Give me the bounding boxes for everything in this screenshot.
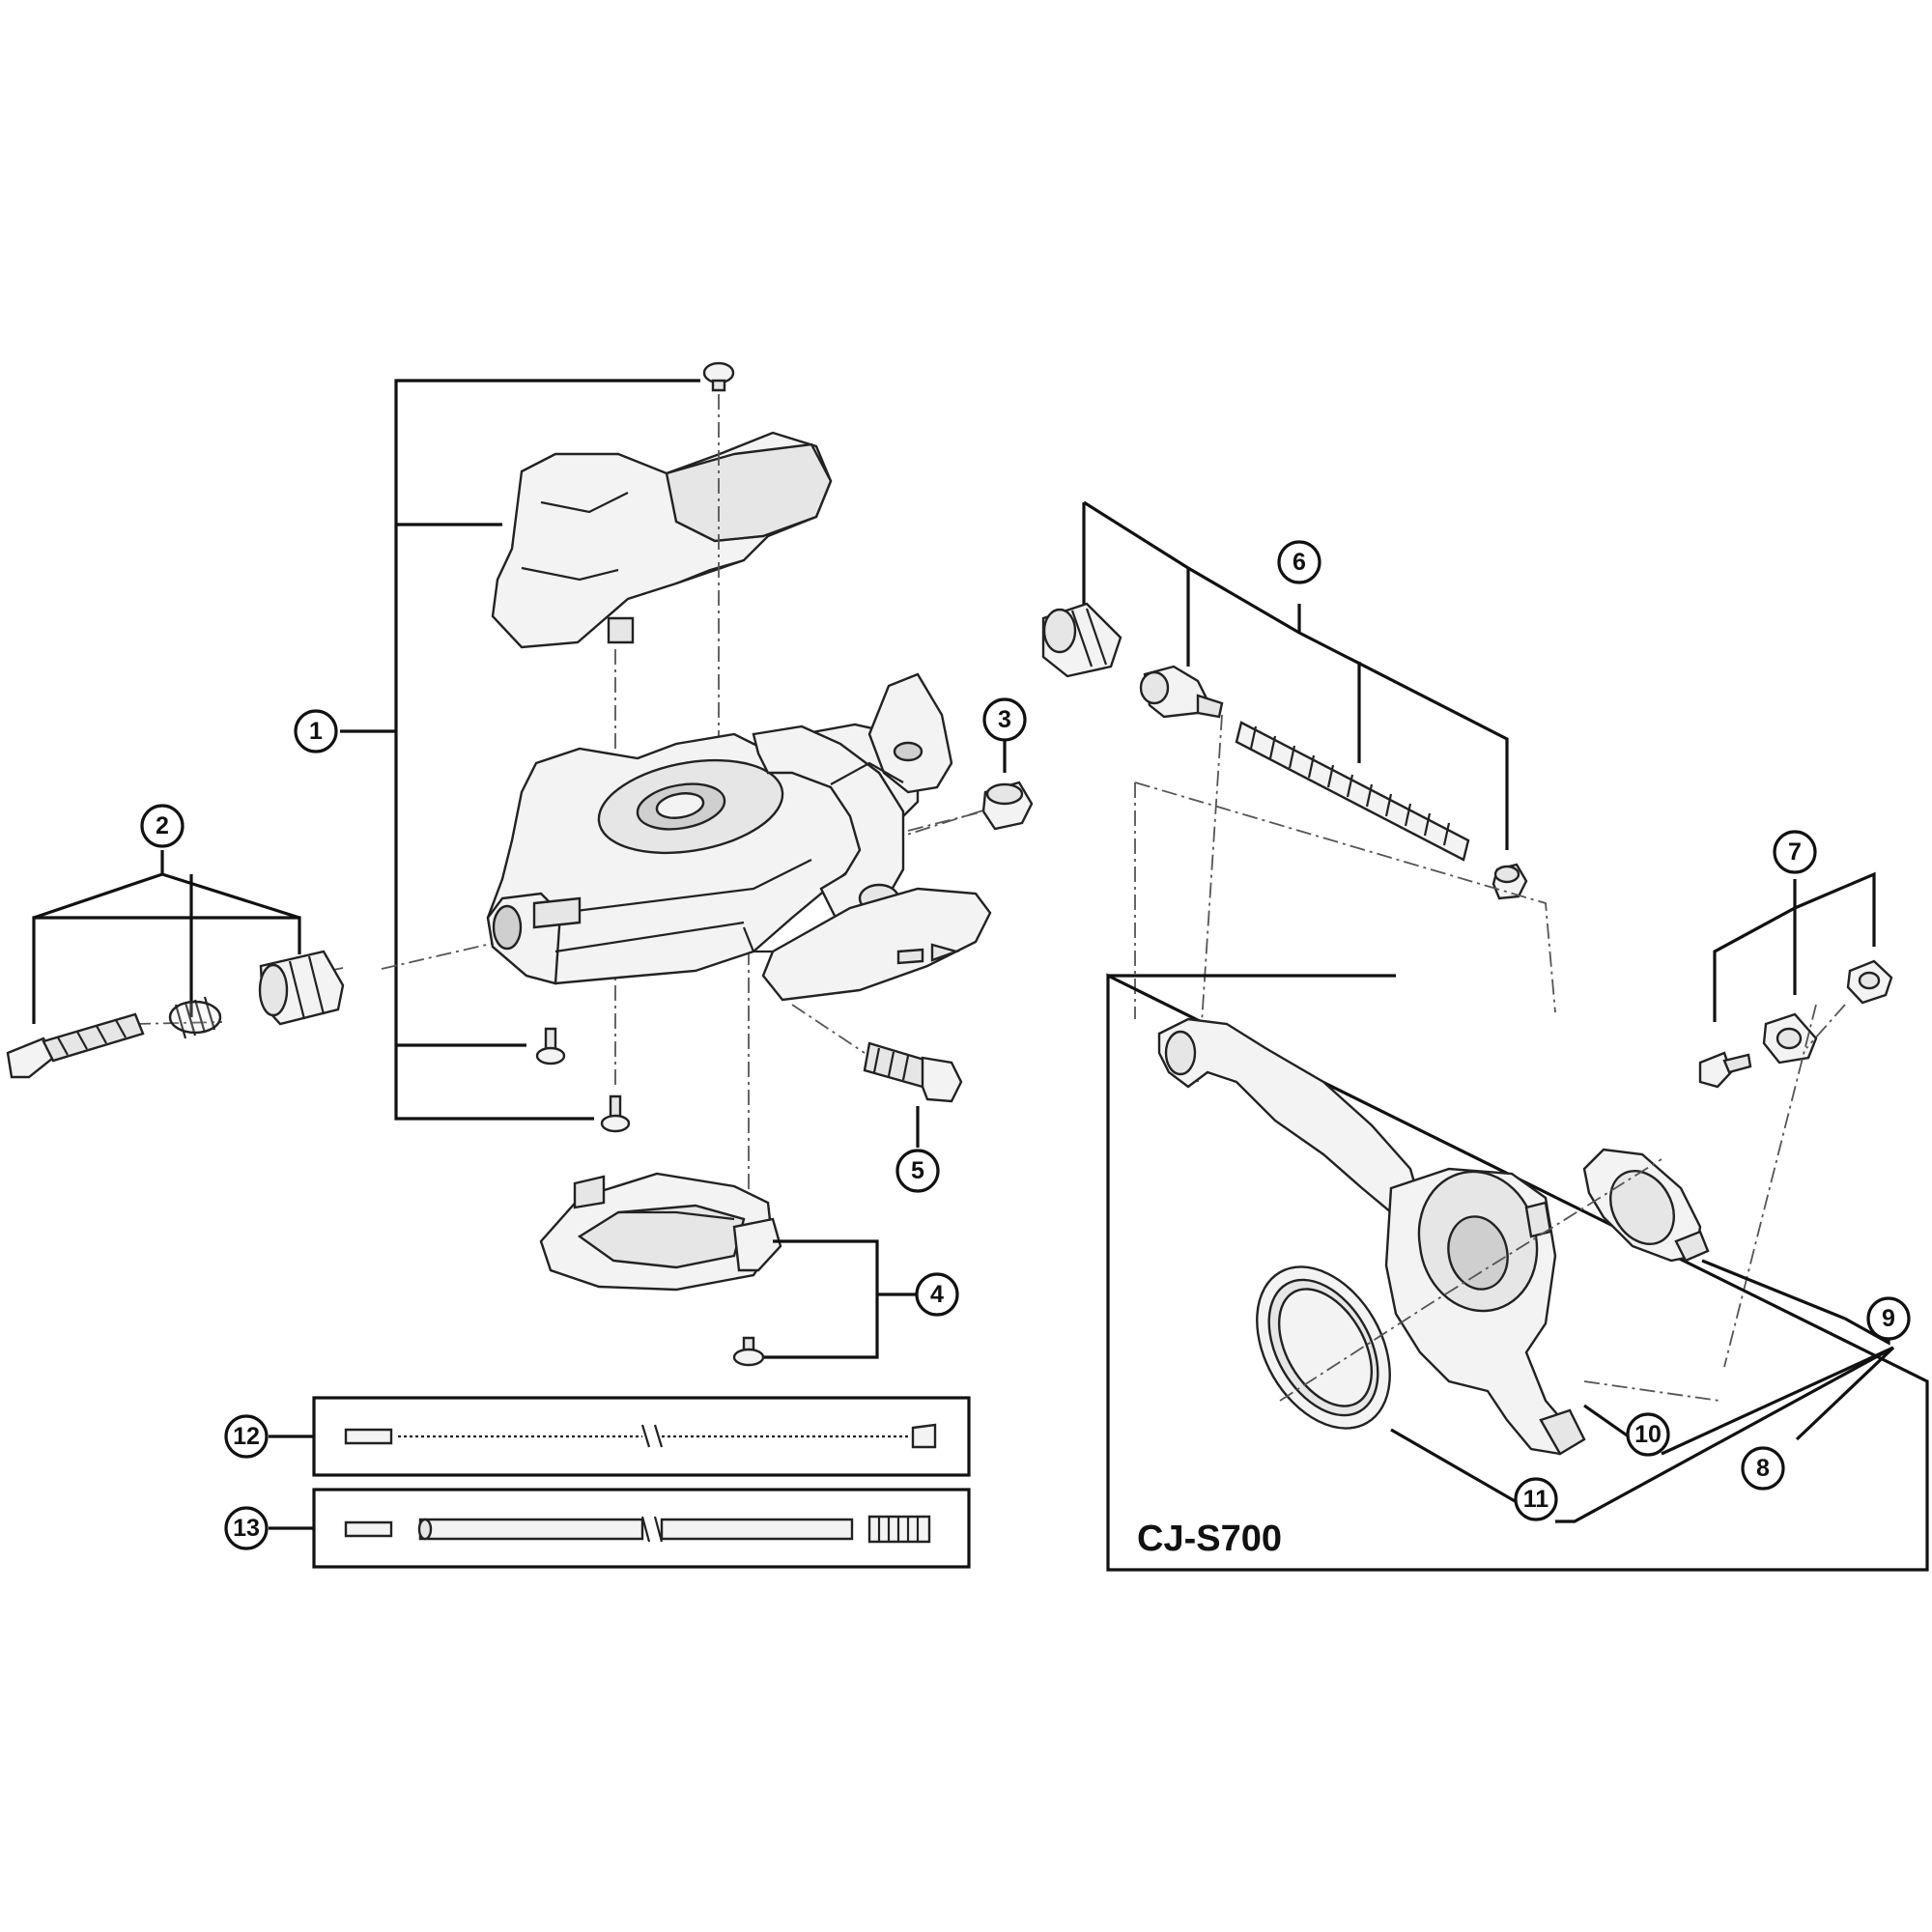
ferrule: [1139, 665, 1224, 719]
callout-5: 5: [895, 1149, 940, 1193]
cj-s700-seal-11: [1256, 1265, 1391, 1430]
top-cover: [491, 431, 833, 649]
callout-7: 7: [1773, 830, 1817, 874]
cj-s700-leaders: [1390, 1259, 1895, 1523]
callout-6: 6: [1277, 540, 1321, 584]
alignment-lines-6: [1134, 714, 1556, 1083]
cj-s700-ring-9: [1582, 1148, 1710, 1263]
casing-cap: [1041, 602, 1122, 678]
cap-part-3: [907, 731, 1034, 832]
bracket-1: [340, 379, 700, 1121]
bracket-6: [1082, 500, 1509, 850]
callout-4: 4: [915, 1272, 959, 1317]
callout-1: 1: [294, 709, 338, 753]
adjuster-bolt: [6, 1012, 145, 1079]
cj-s700-housing: [1384, 1167, 1586, 1456]
top-screw: [702, 361, 735, 392]
callout-12: 12: [224, 1414, 269, 1459]
group7-washer: [1762, 1012, 1818, 1065]
svg-text:6: 6: [1293, 549, 1306, 576]
svg-text:13: 13: [233, 1515, 260, 1542]
callout-11: 11: [1514, 1477, 1558, 1521]
end-cap-small: [1492, 863, 1528, 900]
callout-3: 3: [982, 697, 1027, 742]
adjuster-spring: [168, 996, 222, 1039]
svg-text:11: 11: [1523, 1486, 1549, 1513]
svg-text:4: 4: [930, 1281, 944, 1308]
svg-text:1: 1: [309, 718, 323, 745]
svg-text:12: 12: [233, 1423, 260, 1450]
base-plate-part-4: [539, 1172, 916, 1367]
callout-10: 10: [1626, 1412, 1670, 1457]
callout-8: 8: [1741, 1446, 1785, 1491]
adjuster-barrel: [258, 950, 345, 1026]
svg-text:10: 10: [1634, 1421, 1662, 1448]
bracket-7: [1713, 871, 1876, 1022]
bracket-2: [32, 850, 301, 1024]
bolt-part-5: [863, 1041, 963, 1148]
callout-2: 2: [140, 804, 185, 848]
cj-s700-axis: [1279, 1158, 1720, 1402]
svg-text:2: 2: [156, 812, 169, 839]
callout-13: 13: [224, 1506, 269, 1550]
svg-text:5: 5: [911, 1157, 924, 1184]
svg-text:7: 7: [1788, 838, 1802, 866]
screws-group-1: [535, 1027, 631, 1133]
group7-nut: [1846, 959, 1893, 1005]
shifter-main-body: [486, 672, 992, 1002]
outer-casing-box-13: [269, 1488, 971, 1569]
svg-text:3: 3: [998, 706, 1011, 733]
group7-bolt: [1698, 1051, 1752, 1089]
model-label: CJ-S700: [1137, 1519, 1282, 1559]
inner-cable-box-12: [269, 1396, 971, 1477]
casing-spring: [1235, 721, 1470, 862]
cj-s700-arm: [1157, 1017, 1422, 1214]
alignment-lines-7: [1723, 1004, 1846, 1368]
svg-text:8: 8: [1756, 1455, 1770, 1482]
svg-text:9: 9: [1882, 1305, 1895, 1332]
callout-9: 9: [1866, 1296, 1911, 1341]
